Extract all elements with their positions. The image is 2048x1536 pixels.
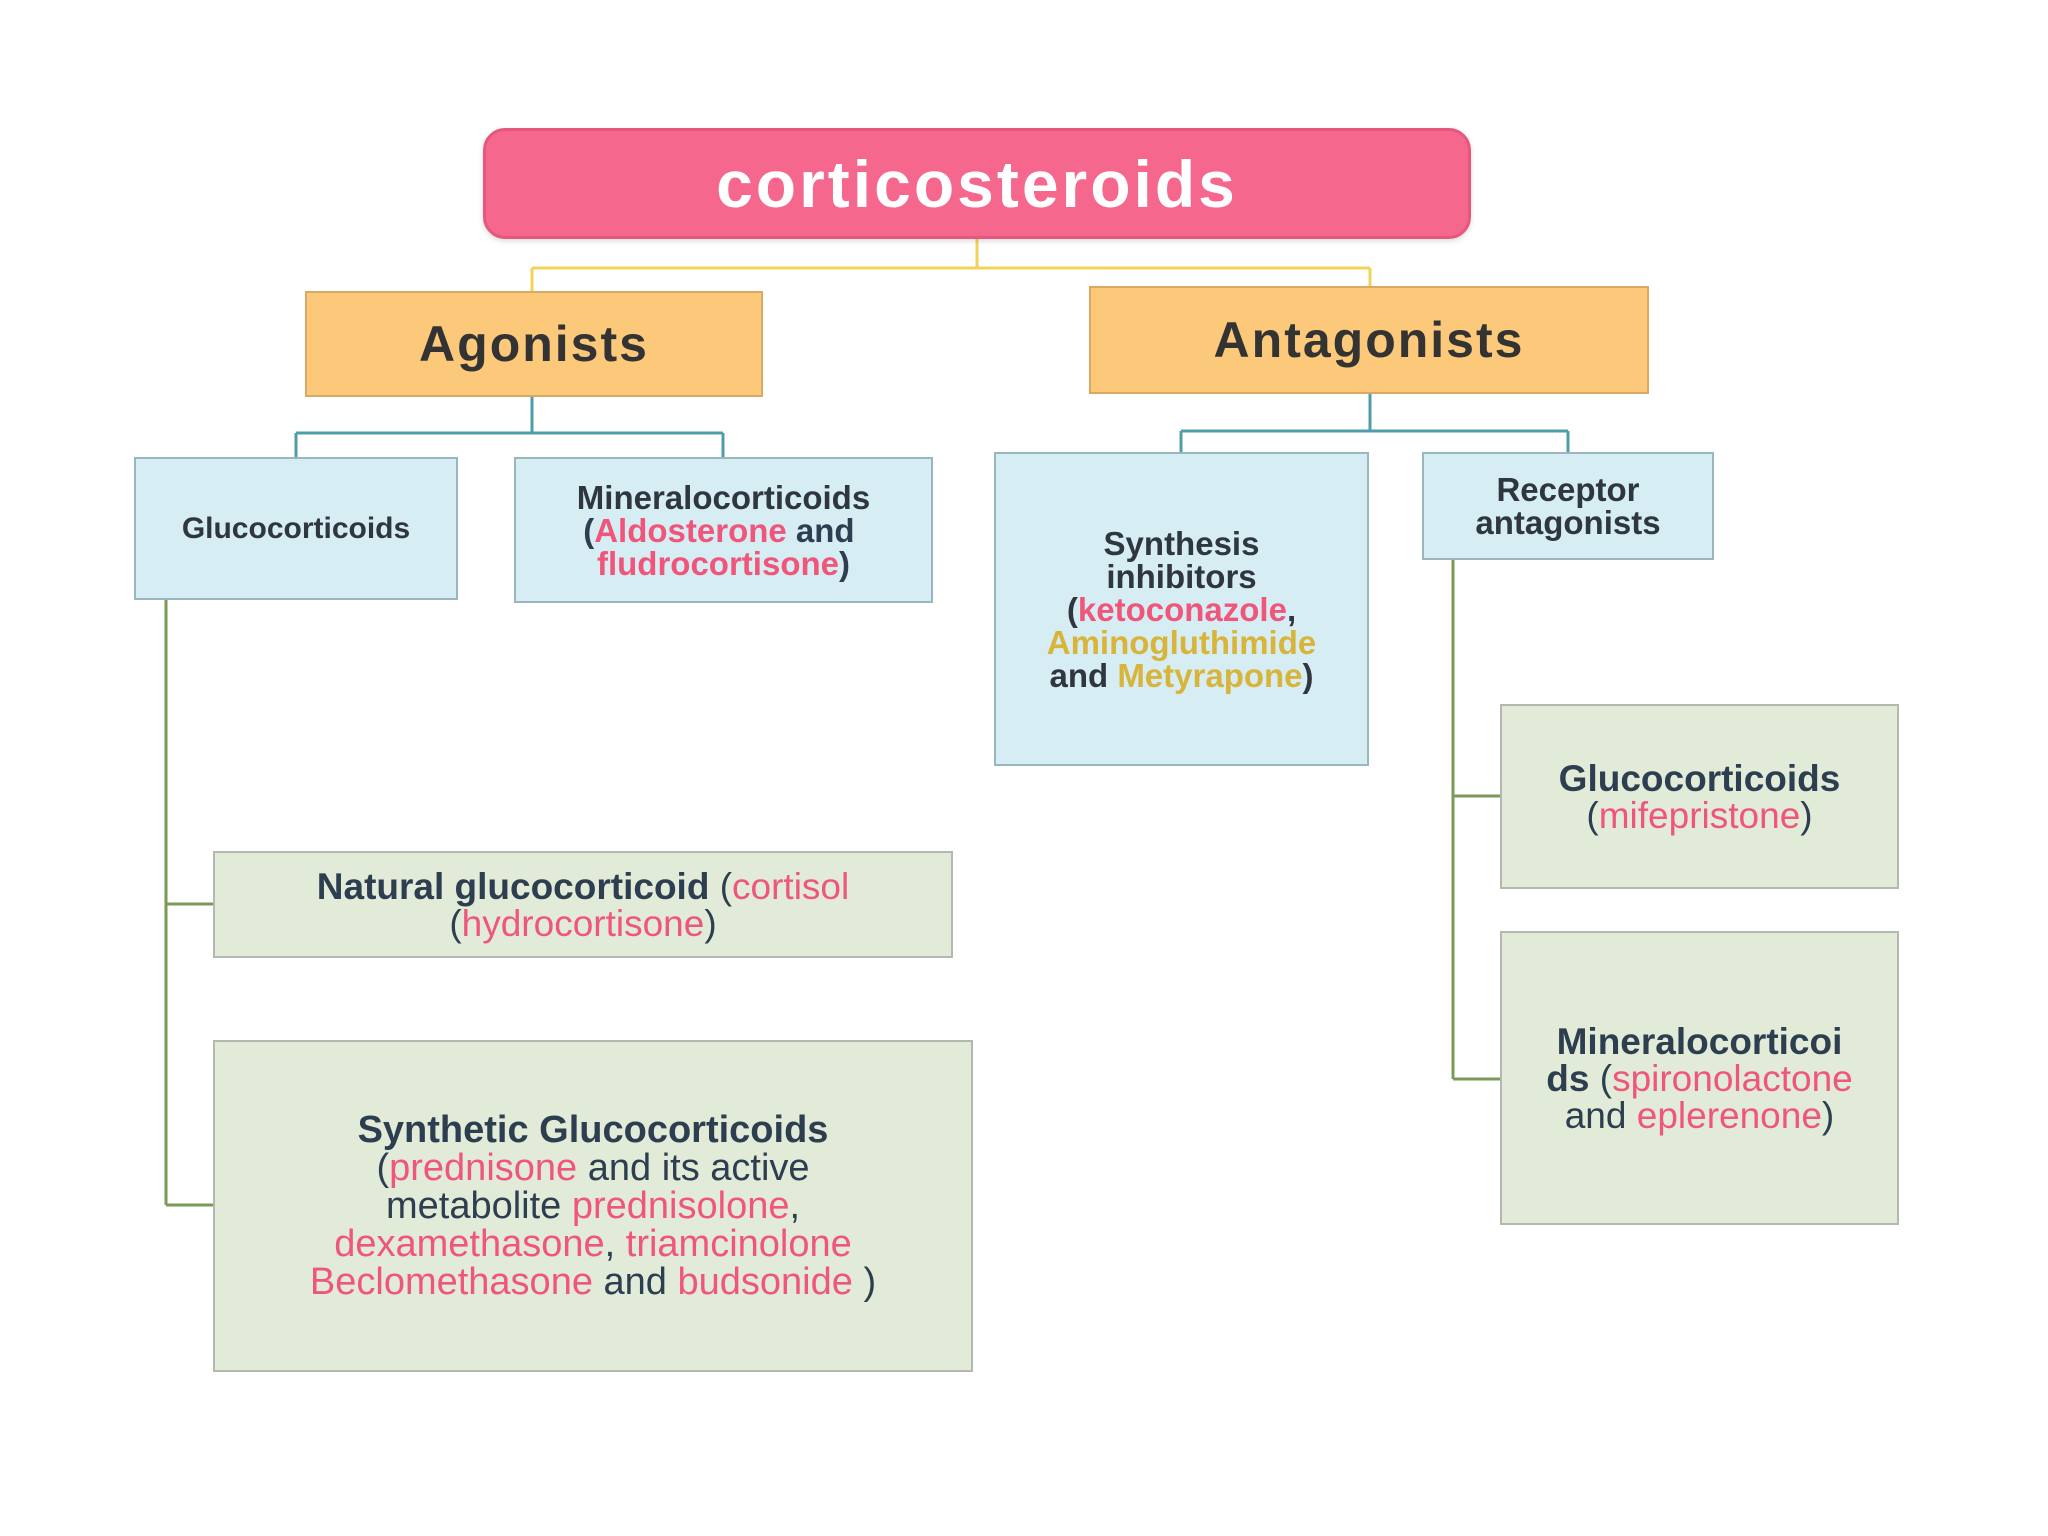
rec-gluco-line-1: Glucocorticoids [1559,760,1841,797]
drug-spironolactone: spironolactone [1612,1057,1853,1099]
synthetic-line-4: dexamethasone, triamcinolone [334,1225,852,1263]
paren-close: ) [852,1261,877,1303]
drug-prednisolone: prednisolone [571,1185,790,1227]
category-connectors [294,394,1570,457]
natural-line-2: (hydrocortisone) [449,905,716,942]
node-synthetic-glucocorticoids: Synthetic Glucocorticoids (prednisone an… [213,1040,973,1372]
node-receptor-mineralocorticoids: Mineralocorticoi ds (spironolactone and … [1500,931,1899,1225]
synthesis-line-4: Aminogluthimide [1047,626,1316,659]
synthetic-line-5: Beclomethasone and budsonide ) [310,1263,876,1301]
node-receptor-glucocorticoids: Glucocorticoids (mifepristone) [1500,704,1899,889]
paren-open: ( [1599,1057,1613,1099]
node-receptor-antagonists: Receptor antagonists [1422,452,1714,560]
drug-cortisol: cortisol [732,865,850,907]
root-connectors [530,239,1372,291]
mineralocorticoids-label: Mineralocorticoids [576,478,871,516]
paren-open: ( [1066,590,1078,628]
category-agonists: Agonists [305,291,763,397]
comma-2: , [604,1223,626,1265]
paren-open: ( [376,1147,390,1189]
drug-metyrapone: Metyrapone [1117,656,1303,694]
natural-label: Natural glucocorticoid [316,865,720,907]
root-label: corticosteroids [716,146,1238,221]
paren-close: ) [1821,1094,1835,1136]
drug-aldosterone: Aldosterone [594,511,787,549]
receptor-label-1: Receptor [1496,471,1640,508]
synthesis-label-2: inhibitors [1106,557,1257,595]
rec-mineral-label-1: Mineralocorticoi [1556,1020,1843,1062]
synthetic-text-2: metabolite [385,1185,572,1227]
synthesis-line-2: inhibitors [1106,560,1256,593]
drug-fludrocortisone: fludrocortisone [596,544,839,582]
drug-prednisone: prednisone [389,1147,578,1189]
antagonists-label: Antagonists [1213,312,1525,368]
node-mineralocorticoids: Mineralocorticoids (Aldosterone and flud… [514,457,933,603]
receptor-line-2: antagonists [1475,506,1660,539]
paren-close: ) [1800,794,1813,836]
conjunction-and: and [1564,1094,1637,1136]
comma: , [1286,590,1297,628]
mineralocorticoids-line-3: fludrocortisone) [597,547,850,580]
drug-triamcinolone: triamcinolone [625,1223,852,1265]
synthetic-label: Synthetic Glucocorticoids [357,1109,829,1151]
agonists-label: Agonists [419,316,649,372]
drug-aminogluthimide: Aminogluthimide [1046,623,1317,661]
paren-open: ( [583,511,595,549]
category-antagonists: Antagonists [1089,286,1649,394]
conjunction-and: and [1049,656,1118,694]
drug-budsonide: budsonide [677,1261,853,1303]
paren-close: ) [839,544,850,582]
leaf-connectors [164,560,1500,1207]
drug-dexamethasone: dexamethasone [334,1223,605,1265]
rec-mineral-line-1: Mineralocorticoi [1557,1023,1843,1060]
synthesis-line-1: Synthesis [1104,527,1260,560]
drug-ketoconazole: ketoconazole [1077,590,1287,628]
natural-line-1: Natural glucocorticoid (cortisol [317,868,849,905]
synthetic-text-1: and its active [577,1147,810,1189]
drug-mifepristone: mifepristone [1598,794,1801,836]
synthesis-line-5: and Metyrapone) [1049,659,1313,692]
paren-close: ) [704,902,717,944]
receptor-label-2: antagonists [1475,504,1661,541]
paren-open: ( [1586,794,1599,836]
glucocorticoids-label: Glucocorticoids [181,511,411,545]
receptor-line-1: Receptor [1496,473,1639,506]
root-node-corticosteroids: corticosteroids [483,128,1471,239]
conjunction-and: and [592,1261,678,1303]
rec-gluco-label: Glucocorticoids [1558,757,1841,799]
mineralocorticoids-line-1: Mineralocorticoids [577,481,870,514]
synthetic-line-3: metabolite prednisolone, [386,1187,800,1225]
synthesis-line-3: (ketoconazole, [1067,593,1296,626]
drug-hydrocortisone: hydrocortisone [461,902,705,944]
synthetic-line-2: (prednisone and its active [376,1149,809,1187]
synthesis-label-1: Synthesis [1103,524,1260,562]
paren-open: ( [719,865,733,907]
node-natural-glucocorticoid: Natural glucocorticoid (cortisol (hydroc… [213,851,953,958]
paren-close: ) [1302,656,1314,694]
rec-mineral-line-2: ds (spironolactone [1546,1060,1852,1097]
conjunction-and: and [786,511,864,549]
node-synthesis-inhibitors: Synthesis inhibitors (ketoconazole, Amin… [994,452,1369,766]
synthetic-line-1: Synthetic Glucocorticoids [358,1111,829,1149]
comma-1: , [789,1185,801,1227]
node-glucocorticoids: Glucocorticoids [134,457,458,600]
rec-mineral-label-2: ds [1546,1057,1600,1099]
paren-open-2: ( [449,902,462,944]
rec-mineral-line-3: and eplerenone) [1565,1097,1835,1134]
drug-beclomethasone: Beclomethasone [309,1261,593,1303]
rec-gluco-line-2: (mifepristone) [1586,797,1812,834]
mineralocorticoids-line-2: (Aldosterone and [583,514,864,547]
drug-eplerenone: eplerenone [1636,1094,1822,1136]
